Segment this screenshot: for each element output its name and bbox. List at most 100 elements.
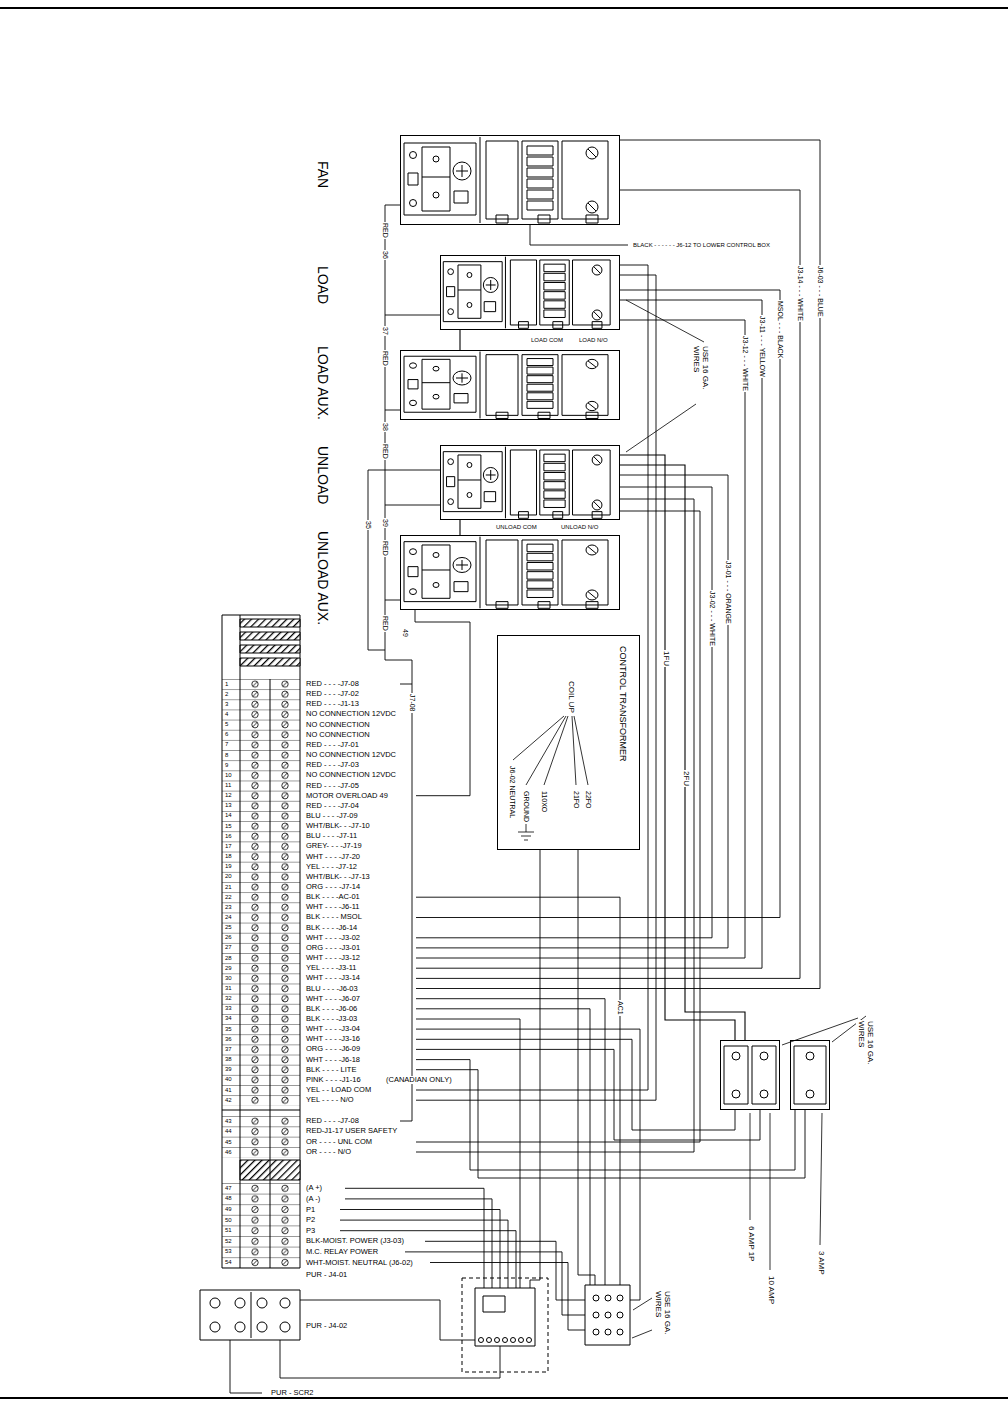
terminal-number: 25 — [224, 924, 233, 931]
wire — [530, 225, 628, 245]
terminal-number: 12 — [224, 792, 233, 799]
wire-callout: J7-08 — [408, 693, 416, 713]
wire — [416, 1060, 795, 1170]
wire — [530, 850, 540, 1288]
relay-socket — [210, 1322, 220, 1332]
wire-callout: RED — [381, 222, 389, 239]
terminal-number: 6 — [224, 731, 229, 738]
contactor: LOAD — [440, 255, 620, 330]
wire-callout: J3-14 - - - WHITE — [796, 265, 804, 322]
terminal-number: 5 — [224, 721, 229, 728]
relay-socket — [257, 1322, 267, 1332]
scr-board — [519, 1338, 524, 1343]
scr-contactor — [605, 1295, 611, 1301]
wire — [300, 1300, 475, 1340]
wire-callout: MSOL - - - BLACK — [776, 300, 784, 359]
terminal-wire-label: YEL - - - - N/O — [305, 1096, 355, 1104]
component-label: COIL UP — [566, 680, 575, 714]
wire-connector — [459, 520, 460, 535]
breaker-drawing — [760, 1090, 768, 1098]
contactor-drawing — [404, 352, 608, 419]
wire-callout: 38 — [381, 422, 389, 432]
terminal-number: 38 — [224, 1056, 233, 1063]
breaker-drawing — [732, 1090, 740, 1098]
terminal-number: 7 — [224, 741, 229, 748]
terminal-number: 28 — [224, 955, 233, 962]
terminal-wire-label: NO CONNECTION — [305, 721, 371, 729]
scr-board — [462, 1278, 548, 1372]
breaker-drawing — [806, 1090, 814, 1098]
terminal-number: 40 — [224, 1076, 233, 1083]
breaker-drawing — [752, 1046, 776, 1104]
relay-socket — [235, 1298, 245, 1308]
terminal-wire-label: ORG - - - -J7-14 — [305, 883, 361, 891]
wire — [416, 475, 728, 948]
terminal-wire-label: RED - - - -J7-08 — [305, 680, 360, 688]
terminal-number: 20 — [224, 873, 233, 880]
terminal-wire-label: PUR - SCR2 — [270, 1389, 315, 1397]
terminal-wire-label: YEL - - - -J3-11 — [305, 964, 357, 972]
scr-contactor — [605, 1312, 611, 1318]
terminal-number: 37 — [224, 1046, 233, 1053]
terminal-wire-label: BLU - - - -J7-09 — [305, 812, 359, 820]
terminal-number: 48 — [224, 1195, 233, 1202]
scr-board — [475, 1288, 535, 1346]
component-label: J6-02 NEUTRAL — [508, 765, 516, 819]
terminal-wire-label: PUR - J4-02 — [305, 1322, 348, 1330]
terminal-wire-label: RED - - - -J7-04 — [305, 802, 360, 810]
terminal-number: 51 — [224, 1227, 233, 1234]
terminal-wire-label: BLK - - - - LITE — [305, 1066, 357, 1074]
wire-callout: RED — [381, 615, 389, 632]
terminal-wire-label: YEL - - LOAD COM — [305, 1086, 372, 1094]
terminal-number: 18 — [224, 853, 233, 860]
scr-board — [483, 1296, 505, 1312]
component-label: 3 AMP — [816, 1250, 825, 1276]
terminal-wire-label: BLK - - - -J6-06 — [305, 1005, 358, 1013]
terminal-number: 52 — [224, 1238, 233, 1245]
terminal-number: 21 — [224, 884, 233, 891]
terminal-wire-label: BLK - - - - MSOL — [305, 913, 363, 921]
terminal-wire-label: RED - - - -J7-03 — [305, 761, 360, 769]
terminal-wire-label: WHT/BLK- - -J7-13 — [305, 873, 371, 881]
terminal-wire-label: BLK - - - -J3-03 — [305, 1015, 358, 1023]
terminal-strip — [240, 615, 270, 1268]
scr-contactor — [617, 1312, 623, 1318]
terminal-number: 49 — [224, 1206, 233, 1213]
terminal-number: 4 — [224, 711, 229, 718]
component-label: UNLOAD — [314, 445, 329, 505]
terminal-wire-label: WHT - - - -J3-14 — [305, 974, 361, 982]
terminal-wire-label: RED - - - -J7-01 — [305, 741, 360, 749]
breaker-drawing — [806, 1052, 814, 1060]
wire-callout: J3-02 - - - WHITE — [708, 590, 716, 647]
scr-board — [503, 1338, 508, 1343]
contactor: LOAD AUX. — [400, 350, 620, 420]
contactor-drawing — [404, 537, 608, 609]
terminal-wire-label: WHT - - - -J6-11 — [305, 903, 360, 911]
terminal-number: 34 — [224, 1015, 233, 1022]
wire-callout: J3-12 - - - WHITE — [741, 335, 749, 392]
page-rule — [0, 8, 1008, 1398]
terminal-number: 22 — [224, 894, 233, 901]
terminal-number: 31 — [224, 985, 233, 992]
terminal-number: 43 — [224, 1118, 233, 1125]
wire — [405, 1241, 585, 1330]
terminal-wire-label: WHT - - - -J3-04 — [305, 1025, 361, 1033]
terminal-wire-label: RED - - - -J7-02 — [305, 690, 360, 698]
wire — [416, 511, 700, 1142]
terminal-wire-label: ORG - - - -J3-01 — [305, 944, 361, 952]
terminal-number: 39 — [224, 1066, 233, 1073]
wire-callout: RED — [381, 443, 389, 460]
terminal-number: 27 — [224, 944, 233, 951]
terminal-wire-label: WHT - - - -J6-07 — [305, 995, 361, 1003]
terminal-number: 47 — [224, 1185, 233, 1192]
wire-callout: LOAD COM — [530, 337, 564, 344]
terminal-number: 23 — [224, 904, 233, 911]
wire-callout: 49 — [401, 628, 409, 638]
contactor-drawing — [443, 447, 610, 519]
terminal-number: 9 — [224, 762, 229, 769]
component-label: GROUND — [522, 790, 530, 823]
wire-callout: 35 — [364, 520, 372, 530]
scr-contactor — [593, 1312, 599, 1318]
terminal-wire-label: (A -) — [305, 1195, 321, 1203]
